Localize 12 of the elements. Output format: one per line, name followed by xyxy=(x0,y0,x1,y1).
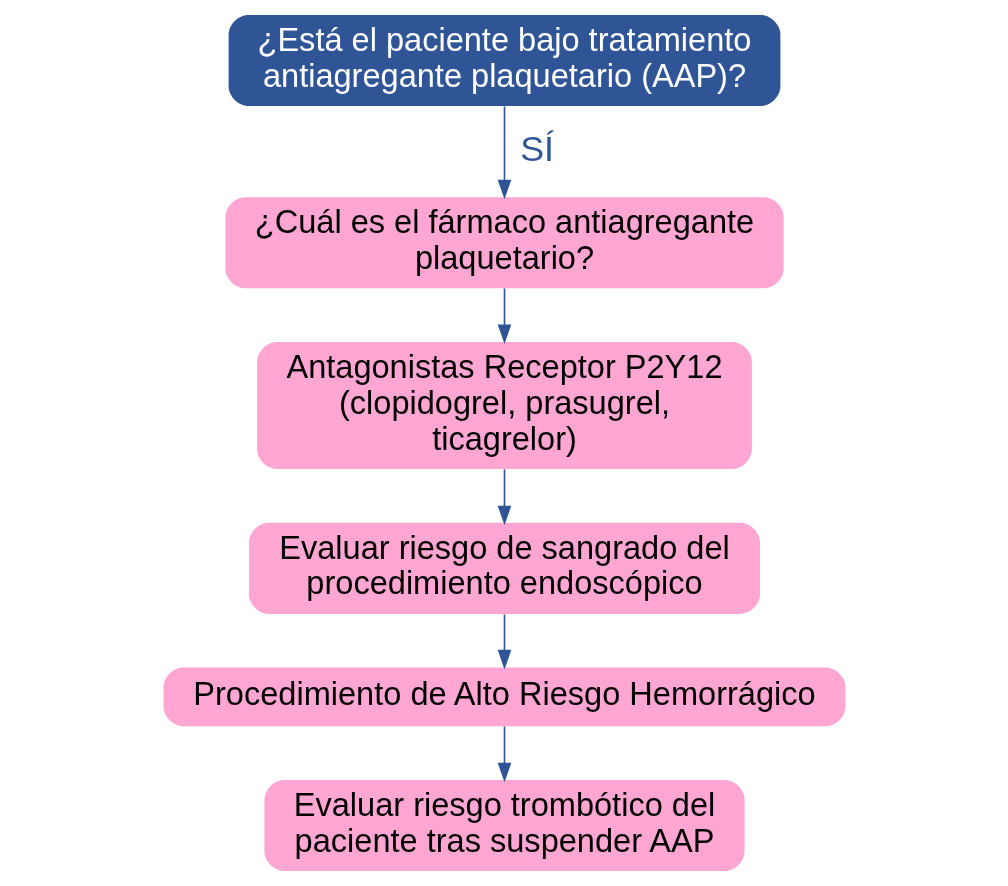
node-box: Antagonistas Receptor P2Y12 (clopidogrel, prasugrel, ticagrelor) xyxy=(256,342,752,470)
edge-label: SÍ xyxy=(519,128,554,169)
node-box: ¿Está el paciente bajo tratamiento antiagregante plaquetario (AAP)? xyxy=(228,14,780,107)
node-box: Evaluar riesgo trombótico del paciente tras suspender AAP xyxy=(263,779,745,872)
arrow xyxy=(497,105,511,200)
node-box: Procedimiento de Alto Riesgo Hemorrágico xyxy=(163,667,845,727)
arrow xyxy=(497,287,511,345)
arrow xyxy=(497,613,511,670)
arrow xyxy=(497,725,511,783)
node-box: Evaluar riesgo de sangrado del procedimiento endoscópico xyxy=(248,522,760,614)
node-box: ¿Cuál es el fármaco antiagregante plaquetario? xyxy=(224,197,784,289)
arrow xyxy=(497,468,511,526)
